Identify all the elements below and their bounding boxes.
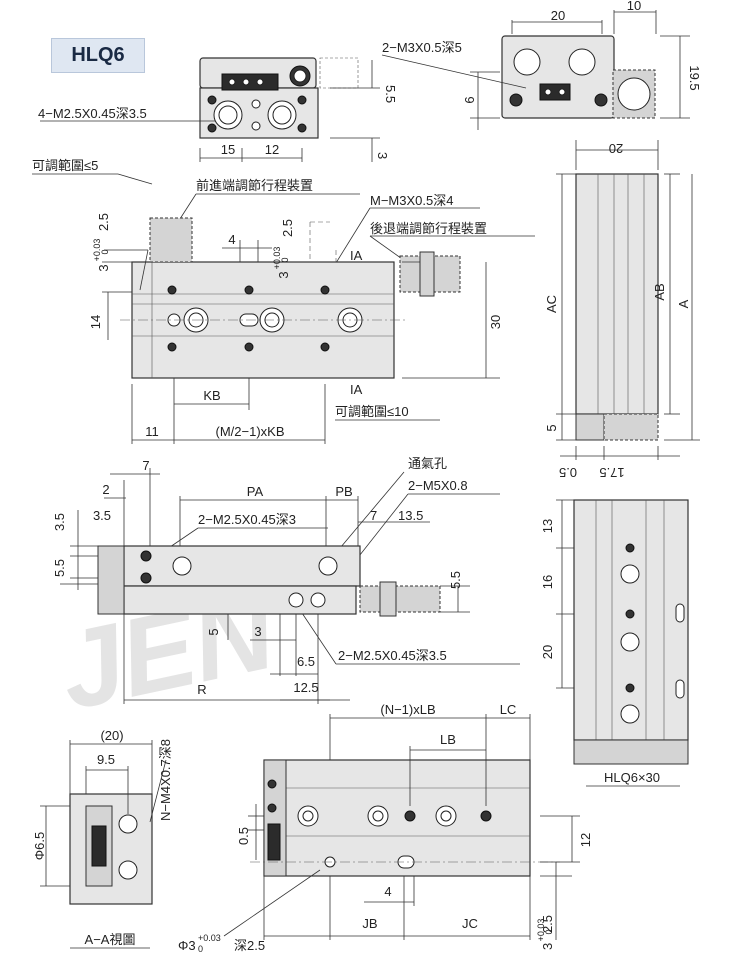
- dim-20-top: 20: [551, 8, 565, 23]
- dim-16: 16: [540, 575, 555, 589]
- plan-view-main: [102, 217, 500, 444]
- section-ia-bottom: IA: [350, 382, 363, 397]
- tol-bottom: +0.03: [536, 919, 546, 942]
- section-ia-top: IA: [350, 248, 363, 263]
- dim-13.5: 13.5: [398, 508, 423, 523]
- side-view-upper-right: [556, 140, 700, 460]
- callout-m25-depth35: 4−M2.5X0.45深3.5: [38, 106, 147, 121]
- dim-7-top: 7: [142, 458, 149, 473]
- dim-ab: AB: [652, 283, 667, 300]
- dim-2.5-plan: 2.5: [280, 219, 295, 237]
- dim-15: 15: [221, 142, 235, 157]
- dim-20-lower: 20: [540, 645, 555, 659]
- callout-m3-depth5: 2−M3X0.5深5: [382, 40, 462, 55]
- callout-phi3-suffix: 深2.5: [234, 938, 265, 953]
- dim-5-side: 5: [544, 424, 559, 431]
- dim-a: A: [676, 299, 691, 308]
- dim-3.5-top: 3.5: [93, 508, 111, 523]
- dim-4-bottom: 4: [384, 884, 391, 899]
- dim-3.5-left: 3.5: [52, 513, 67, 531]
- plan-view-bottom: [223, 714, 580, 940]
- dim-jc: JC: [462, 916, 478, 931]
- end-view-top-right: [381, 10, 690, 130]
- dim-0.5: 0.5: [559, 465, 577, 480]
- dim-2: 2: [102, 482, 109, 497]
- callout-adjust-range-5: 可調範圍≤5: [32, 158, 98, 173]
- dim-2.5-left: 2.5: [96, 213, 111, 231]
- label-aa-view: A−A視圖: [85, 932, 136, 947]
- dim-0.5-bottom: 0.5: [236, 827, 251, 845]
- dim-r: R: [197, 682, 206, 697]
- end-view-top-left: [40, 57, 380, 162]
- dim-7-right: 7: [370, 508, 377, 523]
- dim-lc: LC: [500, 702, 517, 717]
- dim-6: 6: [462, 96, 477, 103]
- dim-lb: LB: [440, 732, 456, 747]
- dim-4-plan: 4: [228, 232, 235, 247]
- tol-left-0: 0: [100, 249, 110, 254]
- dim-kb: KB: [203, 388, 220, 403]
- dim-ac: AC: [544, 295, 559, 313]
- dim-n-1-lb: (N−1)xLB: [380, 702, 435, 717]
- dim-jb: JB: [362, 916, 377, 931]
- callout-n-m4-depth8: N−M4X0.7深8: [158, 739, 173, 821]
- dim-5.5: 5.5: [383, 85, 398, 103]
- dim-14: 14: [88, 315, 103, 329]
- callout-phi3-tol0: 0: [198, 944, 203, 954]
- dim-12.5: 12.5: [293, 680, 318, 695]
- dim-2.5-bottom: 2.5: [540, 915, 555, 933]
- dim-3: 3: [375, 152, 390, 159]
- dim-m2kb: (M/2−1)xKB: [216, 424, 285, 439]
- callout-m-m3-depth4: M−M3X0.5深4: [370, 193, 453, 208]
- dim-13: 13: [540, 519, 555, 533]
- dim-5-front: 5: [206, 628, 221, 635]
- callout-m25-depth35-b: 2−M2.5X0.45深3.5: [338, 648, 447, 663]
- dim-12-bottom: 12: [578, 833, 593, 847]
- callout-adjust-range-10: 可調範圍≤10: [335, 404, 409, 419]
- dim-3-plan: 3: [276, 271, 291, 278]
- callout-rear-adjust: 後退端調節行程裝置: [370, 221, 487, 236]
- dim-20-side: 20: [609, 141, 623, 156]
- callout-m25-depth3: 2−M2.5X0.45深3: [198, 512, 296, 527]
- aa-section-view: [40, 740, 167, 949]
- label-hlq-size: HLQ6×30: [604, 770, 660, 785]
- dim-10: 10: [627, 0, 641, 13]
- front-view-middle: [60, 468, 470, 704]
- callout-vent-hole: 通氣孔: [408, 456, 447, 471]
- tol-bottom-0: 0: [544, 929, 554, 934]
- side-view-lower-right: [556, 499, 689, 787]
- dim-17.5: 17.5: [599, 465, 624, 480]
- model-badge: HLQ6: [51, 38, 145, 73]
- dim-6.5: 6.5: [297, 654, 315, 669]
- callout-front-adjust: 前進端調節行程裝置: [196, 178, 313, 193]
- dim-20-paren: (20): [100, 728, 123, 743]
- dim-11: 11: [145, 424, 159, 439]
- dim-5.5-right: 5.5: [448, 571, 463, 589]
- tol-plan: +0.03: [272, 247, 282, 270]
- dim-3-left: 3: [96, 264, 111, 271]
- dim-5.5-left: 5.5: [52, 559, 67, 577]
- callout-phi3: Φ3: [178, 938, 196, 953]
- dim-12: 12: [265, 142, 279, 157]
- dim-3-front: 3: [254, 624, 261, 639]
- dim-pb: PB: [335, 484, 352, 499]
- dim-19.5: 19.5: [687, 65, 702, 90]
- callout-phi3-tol: +0.03: [198, 933, 221, 943]
- tol-left: +0.03: [92, 239, 102, 262]
- callout-m5-port: 2−M5X0.8: [408, 478, 468, 493]
- dim-pa: PA: [247, 484, 264, 499]
- dim-phi6.5: Φ6.5: [32, 832, 47, 860]
- dim-9.5: 9.5: [97, 752, 115, 767]
- tol-plan-0: 0: [280, 257, 290, 262]
- dim-3-bottom: 3: [540, 943, 555, 950]
- dim-30: 30: [488, 315, 503, 329]
